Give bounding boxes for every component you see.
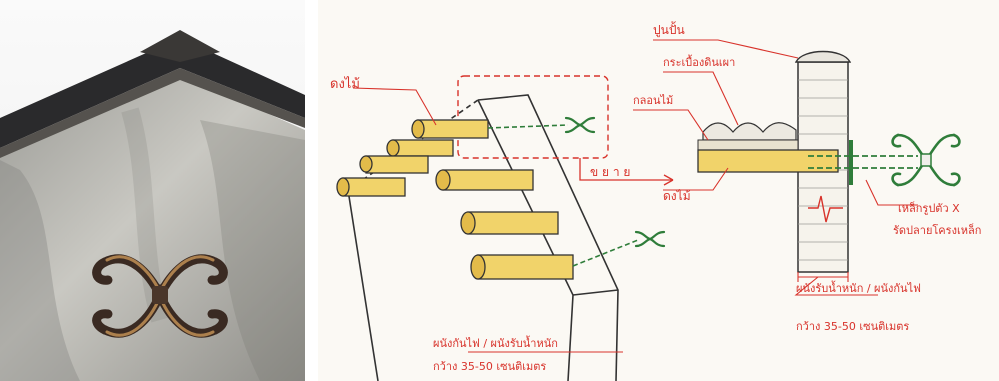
iron-x-label-2: รัดปลายโครงเหล็ก bbox=[893, 223, 981, 237]
beam-section-leader bbox=[663, 167, 729, 191]
iron-x-leader bbox=[865, 179, 918, 206]
tile-label: กระเบื้องดินเผา bbox=[663, 54, 735, 69]
expand-label: ข ย า ย bbox=[590, 165, 630, 179]
timber-beam bbox=[460, 211, 559, 235]
plaster-leader bbox=[653, 39, 799, 59]
beam-section-label: ดงไม้ bbox=[663, 189, 691, 203]
timber-beam-label: ดงไม้ bbox=[330, 76, 360, 92]
x-tie-icon bbox=[634, 230, 666, 248]
timber-beam bbox=[386, 139, 454, 157]
gable-wall bbox=[0, 75, 305, 381]
firewall-label-1: ผนังกันไฟ / ผนังรับน้ำหนัก bbox=[433, 335, 558, 350]
tile-leader bbox=[663, 71, 739, 126]
timber-beam-section bbox=[697, 149, 839, 173]
roof-frame-leader bbox=[633, 109, 709, 141]
section-cut-mark bbox=[808, 195, 843, 223]
gable-wall-photo bbox=[0, 0, 305, 381]
iron-rods-left bbox=[487, 124, 639, 267]
timber-beam bbox=[411, 119, 489, 139]
timber-beam bbox=[359, 155, 429, 174]
dimension-line bbox=[794, 272, 878, 296]
roof-frame-label: กลอนไม้ bbox=[633, 94, 673, 107]
paper bbox=[318, 0, 999, 381]
timber-beams bbox=[336, 119, 574, 280]
beam-leader bbox=[352, 87, 437, 126]
x-tie-center bbox=[920, 153, 932, 167]
x-tie-center-band bbox=[152, 286, 168, 304]
timber-beam bbox=[435, 169, 534, 191]
detail-frame bbox=[457, 75, 609, 159]
plaster-cap bbox=[794, 50, 852, 63]
firewall-label-2: กว้าง 35-50 เซนติเมตร bbox=[433, 360, 546, 373]
iron-x-label-1: เหล็กรูปตัว X bbox=[898, 201, 960, 215]
iron-rod-right bbox=[808, 155, 918, 169]
roof-tiles bbox=[702, 122, 797, 141]
construction-sketch: ดงไม้ ข ย า ย ผนังกันไฟ / ผนังรับน้ำหนัก… bbox=[318, 0, 999, 381]
roof-frame-timber bbox=[697, 139, 799, 151]
wall-right-label-2: กว้าง 35-50 เซนติเมตร bbox=[796, 320, 909, 333]
wall-right-label-1: ผนังรับน้ำหนัก / ผนังกันไฟ bbox=[796, 280, 921, 295]
timber-beam bbox=[336, 177, 406, 197]
plaster-label: ปูนปั้น bbox=[653, 21, 685, 38]
roof-edge bbox=[0, 38, 305, 148]
x-tie-icon bbox=[564, 116, 596, 134]
timber-beam bbox=[470, 254, 574, 280]
expand-arrow bbox=[579, 158, 673, 181]
